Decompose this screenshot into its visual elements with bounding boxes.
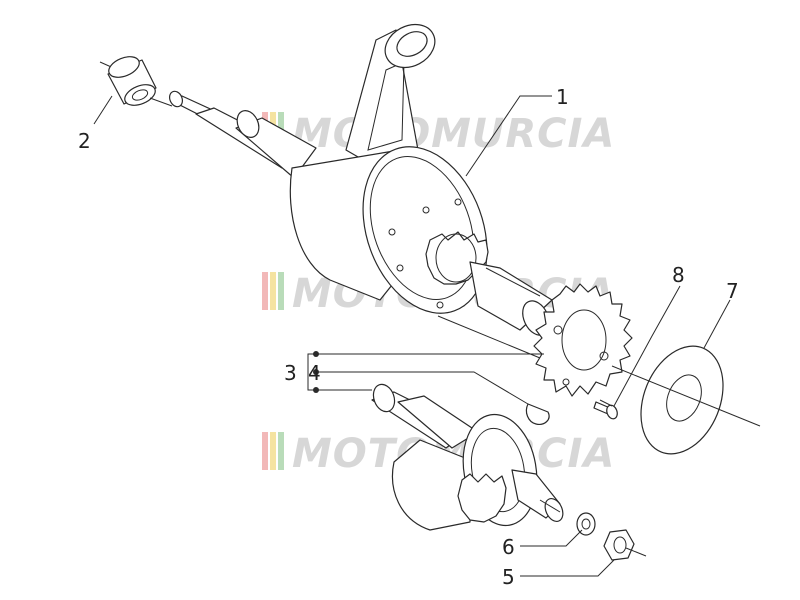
- leader-line-6: [520, 529, 583, 547]
- callout-8: 8: [672, 263, 685, 287]
- key-part-4: [525, 403, 550, 425]
- callout-7: 7: [726, 279, 739, 303]
- watermark-stripe-yellow: [270, 272, 276, 310]
- washer-part-6: [576, 512, 596, 536]
- screw-part-8: [593, 399, 618, 420]
- watermark-stripe-green: [278, 432, 284, 470]
- watermark-stripe-red: [262, 432, 268, 470]
- nut-part-5: [603, 529, 647, 561]
- callout-4: 4: [308, 361, 321, 385]
- callout-1: 1: [556, 85, 569, 109]
- watermark-stripe-yellow: [270, 432, 276, 470]
- crankshaft-lower-assembly: [371, 383, 564, 531]
- crankshaft-part-1: [168, 23, 553, 359]
- watermark-text: MOTOMURCIA: [292, 111, 615, 157]
- leader-line-5: [520, 559, 615, 577]
- washer-part-7: [611, 345, 761, 455]
- callout-3: 3: [284, 361, 297, 385]
- callout-6: 6: [502, 535, 515, 559]
- leader-line-1: [465, 95, 552, 177]
- leader-line-8: [613, 285, 681, 407]
- bracket-3: [307, 353, 316, 391]
- watermark-stripe-green: [278, 272, 284, 310]
- leader-line-4: [316, 371, 529, 405]
- bushing-part-2: [99, 56, 173, 107]
- watermark-stripe-red: [262, 272, 268, 310]
- leader-lines: [93, 95, 731, 577]
- callouts: 1 2 3 4 5 6 7 8: [78, 85, 739, 589]
- leader-line-7: [703, 299, 731, 349]
- gear-part-3: [533, 283, 633, 397]
- leader-line-2: [93, 95, 113, 125]
- callout-2: 2: [78, 129, 91, 153]
- callout-5: 5: [502, 565, 515, 589]
